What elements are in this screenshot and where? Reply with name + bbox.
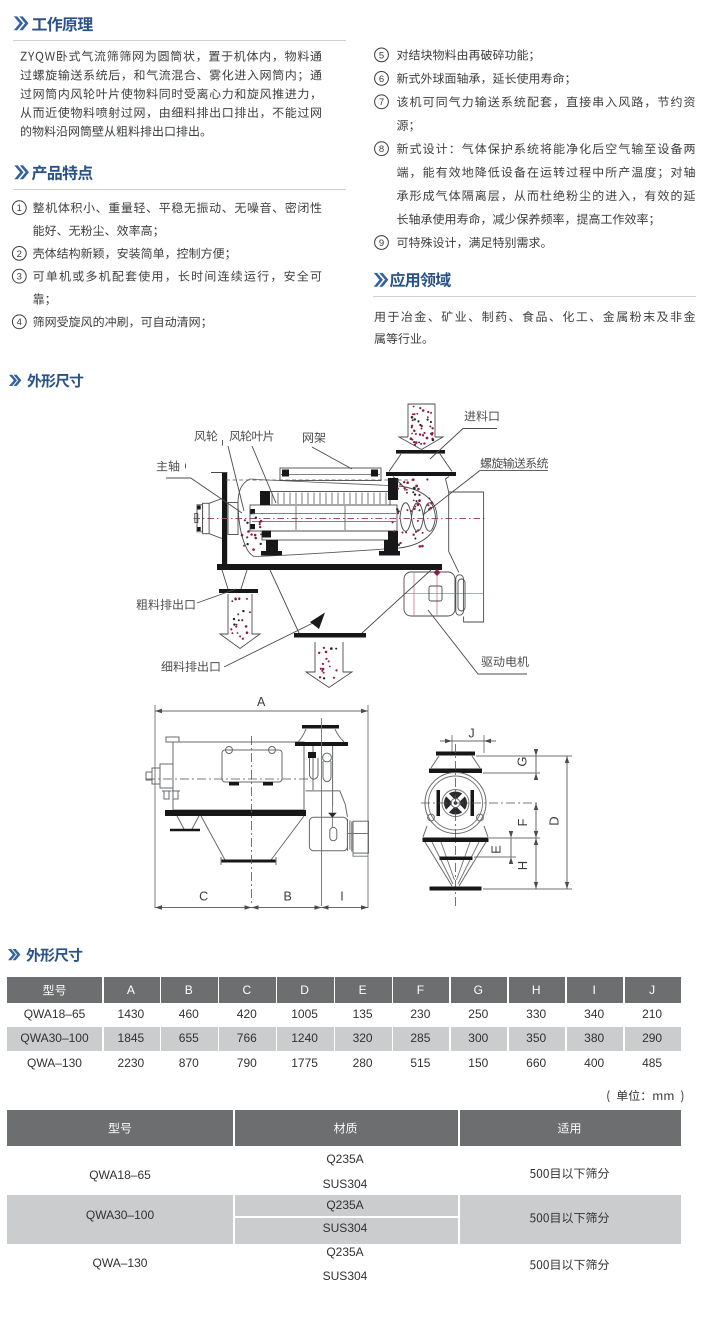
svg-text:F: F — [515, 818, 530, 826]
svg-text:I: I — [340, 889, 343, 903]
svg-text:9: 9 — [379, 238, 384, 249]
svg-text:J: J — [468, 726, 474, 740]
svg-text:A: A — [257, 695, 266, 709]
svg-text:H: H — [515, 861, 530, 870]
svg-text:D: D — [547, 816, 562, 825]
svg-text:8: 8 — [379, 144, 384, 155]
svg-text:4: 4 — [17, 317, 22, 328]
svg-text:C: C — [199, 889, 208, 903]
svg-text:E: E — [489, 845, 504, 854]
svg-text:G: G — [515, 756, 530, 766]
svg-text:7: 7 — [379, 97, 384, 108]
svg-text:6: 6 — [379, 74, 384, 85]
svg-text:3: 3 — [17, 272, 22, 283]
svg-text:5: 5 — [379, 50, 384, 61]
svg-text:2: 2 — [17, 249, 22, 260]
svg-text:B: B — [284, 889, 292, 903]
svg-text:1: 1 — [17, 203, 22, 214]
